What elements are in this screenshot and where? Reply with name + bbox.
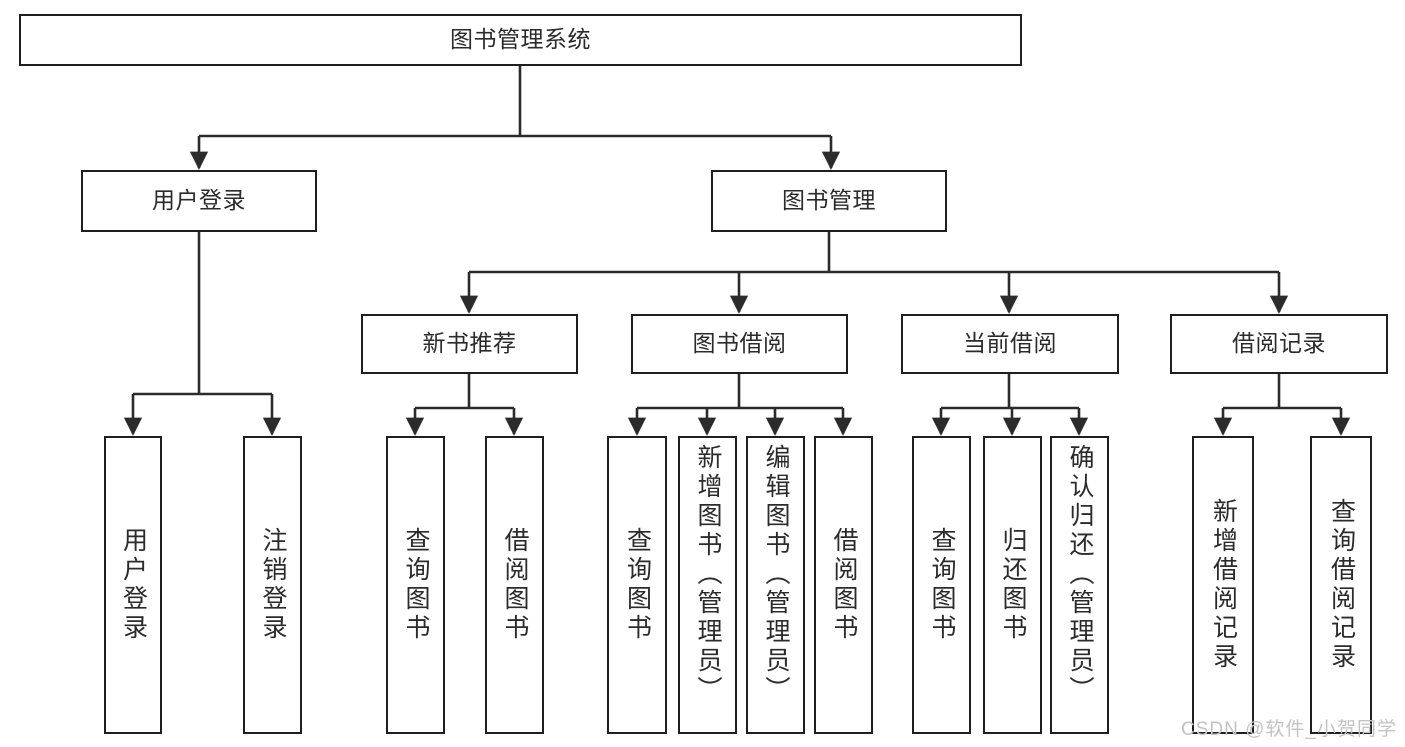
node-leaf-query-book-recommend-label: 查询图书 — [402, 527, 430, 643]
node-leaf-borrow-book[interactable]: 借阅图书 — [814, 436, 873, 734]
node-leaf-edit-book-admin[interactable]: 编辑图书（管理员） — [746, 436, 805, 734]
node-root-book-management-system[interactable]: 图书管理系统 — [19, 14, 1022, 66]
node-leaf-return-book-label: 归还图书 — [999, 527, 1027, 643]
node-leaf-query-book-borrow[interactable]: 查询图书 — [607, 436, 667, 734]
node-book-manage[interactable]: 图书管理 — [711, 170, 947, 232]
node-root-label: 图书管理系统 — [450, 26, 591, 53]
node-leaf-query-book-current[interactable]: 查询图书 — [912, 436, 971, 734]
node-new-book-recommend-label: 新书推荐 — [422, 330, 517, 357]
node-leaf-confirm-return-admin[interactable]: 确认归还（管理员） — [1050, 436, 1109, 734]
node-leaf-query-borrow-record-label: 查询借阅记录 — [1327, 498, 1356, 672]
node-book-borrow-label: 图书借阅 — [692, 330, 787, 357]
node-new-book-recommend[interactable]: 新书推荐 — [361, 314, 578, 374]
node-borrow-record[interactable]: 借阅记录 — [1170, 314, 1388, 374]
node-borrow-record-label: 借阅记录 — [1232, 330, 1326, 357]
node-leaf-query-book-current-label: 查询图书 — [928, 527, 956, 643]
node-leaf-confirm-return-admin-label: 确认归还（管理员） — [1066, 444, 1094, 705]
node-leaf-edit-book-admin-label: 编辑图书（管理员） — [762, 444, 790, 705]
node-book-manage-label: 图书管理 — [782, 187, 876, 214]
node-leaf-logout[interactable]: 注销登录 — [243, 436, 302, 734]
csdn-watermark: CSDN @软件_小贺同学 — [1181, 719, 1397, 740]
node-current-borrow-label: 当前借阅 — [963, 330, 1057, 357]
node-leaf-add-book-admin-label: 新增图书（管理员） — [694, 444, 722, 705]
node-leaf-query-borrow-record[interactable]: 查询借阅记录 — [1310, 436, 1372, 734]
node-leaf-add-borrow-record-label: 新增借阅记录 — [1209, 498, 1238, 672]
node-leaf-query-book-recommend[interactable]: 查询图书 — [386, 436, 445, 734]
node-leaf-borrow-book-recommend-label: 借阅图书 — [501, 527, 529, 643]
node-leaf-add-book-admin[interactable]: 新增图书（管理员） — [678, 436, 737, 734]
node-leaf-borrow-book-recommend[interactable]: 借阅图书 — [485, 436, 544, 734]
node-leaf-logout-label: 注销登录 — [259, 527, 287, 643]
node-leaf-return-book[interactable]: 归还图书 — [983, 436, 1042, 734]
node-book-borrow[interactable]: 图书借阅 — [631, 314, 848, 374]
node-current-borrow[interactable]: 当前借阅 — [901, 314, 1119, 374]
node-leaf-add-borrow-record[interactable]: 新增借阅记录 — [1192, 436, 1254, 734]
node-leaf-user-login-label: 用户登录 — [119, 527, 148, 643]
node-leaf-query-book-borrow-label: 查询图书 — [623, 527, 652, 643]
node-user-login-label: 用户登录 — [152, 187, 246, 214]
node-user-login[interactable]: 用户登录 — [81, 170, 317, 232]
node-leaf-borrow-book-label: 借阅图书 — [830, 527, 858, 643]
node-leaf-user-login[interactable]: 用户登录 — [104, 436, 162, 734]
